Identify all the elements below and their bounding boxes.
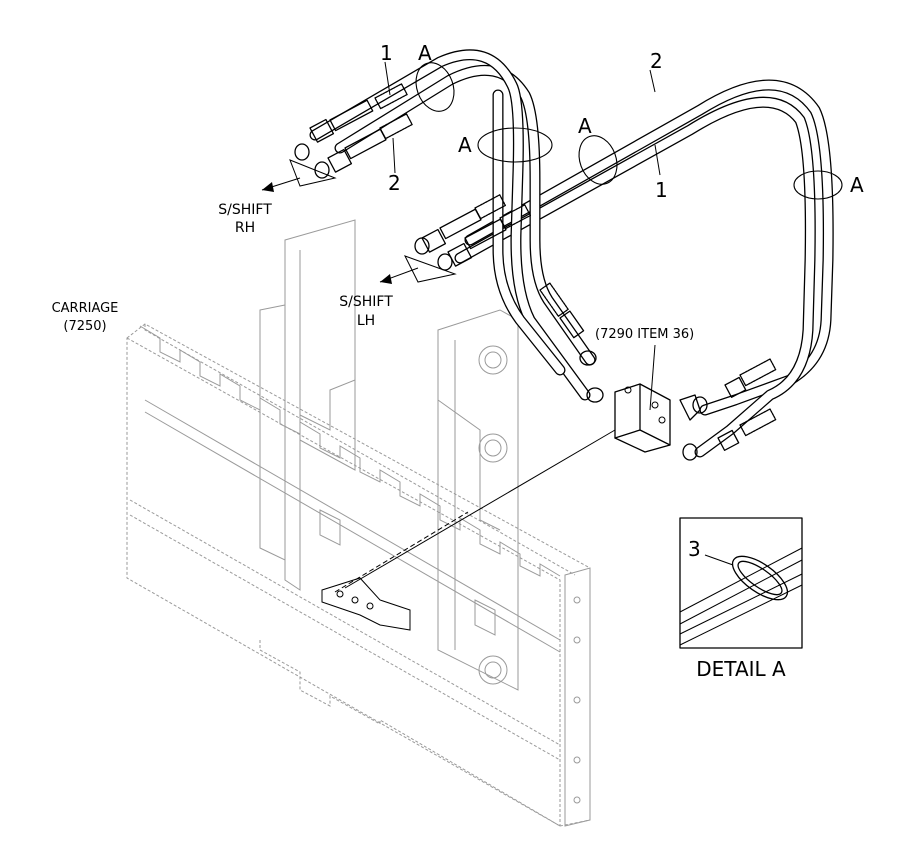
- lh-fitting-lower: [437, 204, 532, 271]
- sshift-lh-label-line1: S/SHIFT: [339, 294, 393, 310]
- detail-a-title: DETAIL A: [696, 657, 786, 681]
- valve-fitting-left: [539, 282, 604, 403]
- carriage-label-line1: CARRIAGE: [52, 301, 119, 316]
- sshift-rh-arrow: [261, 159, 337, 192]
- carriage-assembly: [126, 219, 591, 827]
- valve-fitting-right: [682, 358, 777, 461]
- valve-block: [614, 383, 701, 453]
- item-3-label: 3: [688, 537, 701, 561]
- sshift-lh-arrow: [379, 255, 457, 284]
- carriage-label-line2: (7250): [63, 319, 106, 334]
- detail-a-callout-1: A: [418, 41, 432, 65]
- leader-lines: [334, 344, 656, 593]
- hose-set-front: [309, 49, 596, 401]
- item-1-label-top: 1: [380, 41, 393, 65]
- sshift-lh-label-line2: LH: [357, 313, 375, 329]
- hose-set-rear: [454, 79, 834, 458]
- hose-fittings: [294, 83, 777, 461]
- detail-a-callout-2: A: [458, 133, 472, 157]
- sshift-rh-label-line1: S/SHIFT: [218, 202, 272, 218]
- detail-a-inset: [679, 517, 803, 649]
- detail-a-callout-3: A: [578, 114, 592, 138]
- rh-fitting-lower: [314, 113, 413, 179]
- valve-ref-label: (7290 ITEM 36): [595, 327, 694, 342]
- detail-a-callout-4: A: [850, 173, 864, 197]
- item-leaders: [384, 61, 661, 176]
- detail-ref-markers: [415, 62, 843, 200]
- sshift-rh-label-line2: RH: [235, 220, 255, 236]
- lh-fitting-upper: [414, 194, 507, 255]
- item-2-label-top: 2: [650, 49, 663, 73]
- rh-fitting-upper: [294, 83, 408, 161]
- item-2-label-lower: 2: [388, 171, 401, 195]
- item-1-label-right: 1: [655, 178, 668, 202]
